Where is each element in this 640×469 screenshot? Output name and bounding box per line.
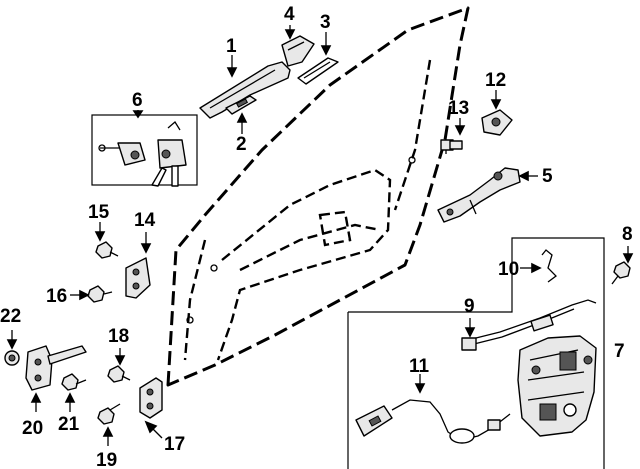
callout-5: 5 bbox=[542, 166, 553, 187]
handle-frame bbox=[437, 167, 521, 223]
outside-handle bbox=[199, 61, 291, 119]
callout-13: 13 bbox=[448, 98, 469, 119]
callout-22: 22 bbox=[0, 306, 21, 327]
callout-4: 4 bbox=[284, 4, 295, 25]
callout-3: 3 bbox=[320, 12, 331, 33]
handle-pad bbox=[225, 95, 257, 115]
lock-rod-clip bbox=[541, 249, 557, 283]
callout-6: 6 bbox=[132, 90, 143, 111]
callout-7: 7 bbox=[614, 341, 625, 362]
callout-19: 19 bbox=[96, 450, 117, 469]
callout-12: 12 bbox=[485, 70, 506, 91]
callout-8: 8 bbox=[622, 224, 633, 245]
check-bolt bbox=[61, 373, 87, 391]
callout-21: 21 bbox=[58, 414, 80, 435]
upper-hinge bbox=[125, 257, 151, 299]
callout-15: 15 bbox=[88, 202, 110, 223]
door-shell bbox=[166, 6, 470, 387]
hinge-bolt bbox=[87, 285, 113, 303]
door-latch bbox=[517, 335, 597, 437]
outside-handle-cable bbox=[355, 399, 511, 444]
upper-hinge-bolt bbox=[95, 241, 119, 259]
lower-hinge bbox=[139, 377, 163, 419]
callout-16: 16 bbox=[46, 286, 67, 307]
leader-arrows bbox=[6, 25, 634, 446]
inside-handle-cable bbox=[461, 299, 597, 351]
callout-14: 14 bbox=[134, 210, 156, 231]
handle-screw bbox=[440, 139, 463, 154]
lock-cylinder-box bbox=[91, 114, 198, 186]
callout-2: 2 bbox=[236, 134, 247, 155]
door-check bbox=[25, 345, 87, 391]
callout-18: 18 bbox=[108, 326, 129, 347]
handle-bezel bbox=[297, 57, 339, 85]
latch-screw bbox=[611, 261, 631, 285]
check-nut bbox=[4, 350, 20, 366]
callout-1: 1 bbox=[226, 36, 237, 57]
callout-20: 20 bbox=[22, 418, 43, 439]
callout-17: 17 bbox=[164, 434, 185, 455]
callout-9: 9 bbox=[464, 296, 475, 317]
handle-bracket-clip bbox=[481, 109, 513, 136]
latch-assembly-box bbox=[348, 237, 605, 469]
lock-cylinder-set bbox=[98, 121, 187, 187]
handle-cap bbox=[281, 35, 315, 67]
lower-hinge-bolt bbox=[107, 365, 131, 383]
callout-11: 11 bbox=[409, 356, 430, 377]
hinge-bolt-lower bbox=[97, 403, 121, 425]
callout-10: 10 bbox=[498, 259, 519, 280]
